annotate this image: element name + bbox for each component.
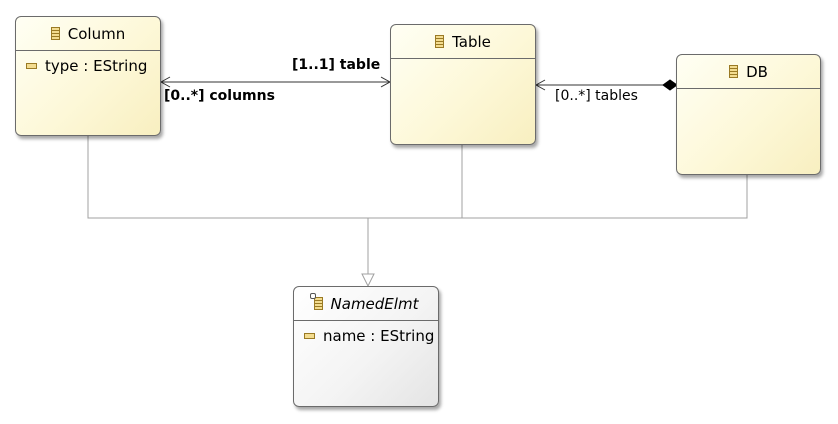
arrowhead-to-column (159, 76, 171, 88)
eattribute-icon (304, 333, 315, 339)
class-name: Table (452, 32, 491, 51)
reference-label-tables[interactable]: [0..*] tables (555, 88, 638, 104)
class-header: DB (677, 55, 820, 89)
class-header: NamedElmt (294, 287, 438, 321)
reference-db-table[interactable] (534, 79, 678, 91)
class-name: Column (67, 24, 126, 43)
generalization-arrowhead (361, 273, 375, 288)
generalization-edge-column[interactable] (87, 136, 368, 219)
eclass-icon (50, 27, 60, 40)
class-db[interactable]: DB (676, 54, 821, 175)
reference-label-columns[interactable]: [0..*] columns (164, 88, 275, 104)
abstract-eclass-icon (309, 293, 323, 310)
reference-column-table[interactable] (159, 76, 392, 88)
class-column[interactable]: Column type : EString (15, 16, 161, 136)
class-header: Column (16, 17, 160, 51)
attribute-row[interactable]: name : EString (294, 325, 438, 347)
class-table[interactable]: Table (390, 24, 536, 145)
class-name: DB (746, 62, 768, 81)
class-attributes: type : EString (16, 51, 160, 77)
reference-label-table[interactable]: [1..1] table (292, 57, 381, 73)
arrowhead-to-table-from-db (534, 79, 546, 91)
eclass-icon (435, 35, 445, 48)
attribute-label: type : EString (45, 57, 148, 75)
class-namedelmt[interactable]: NamedElmt name : EString (293, 286, 439, 407)
eattribute-icon (26, 63, 37, 69)
eclass-icon (729, 65, 739, 78)
class-name: NamedElmt (330, 294, 419, 313)
class-attributes: name : EString (294, 321, 438, 347)
attribute-label: name : EString (323, 327, 435, 345)
generalization-edges (87, 136, 748, 288)
attribute-row[interactable]: type : EString (16, 55, 160, 77)
generalization-edge-db[interactable] (368, 175, 748, 219)
class-header: Table (391, 25, 535, 59)
containment-diamond (662, 79, 678, 91)
